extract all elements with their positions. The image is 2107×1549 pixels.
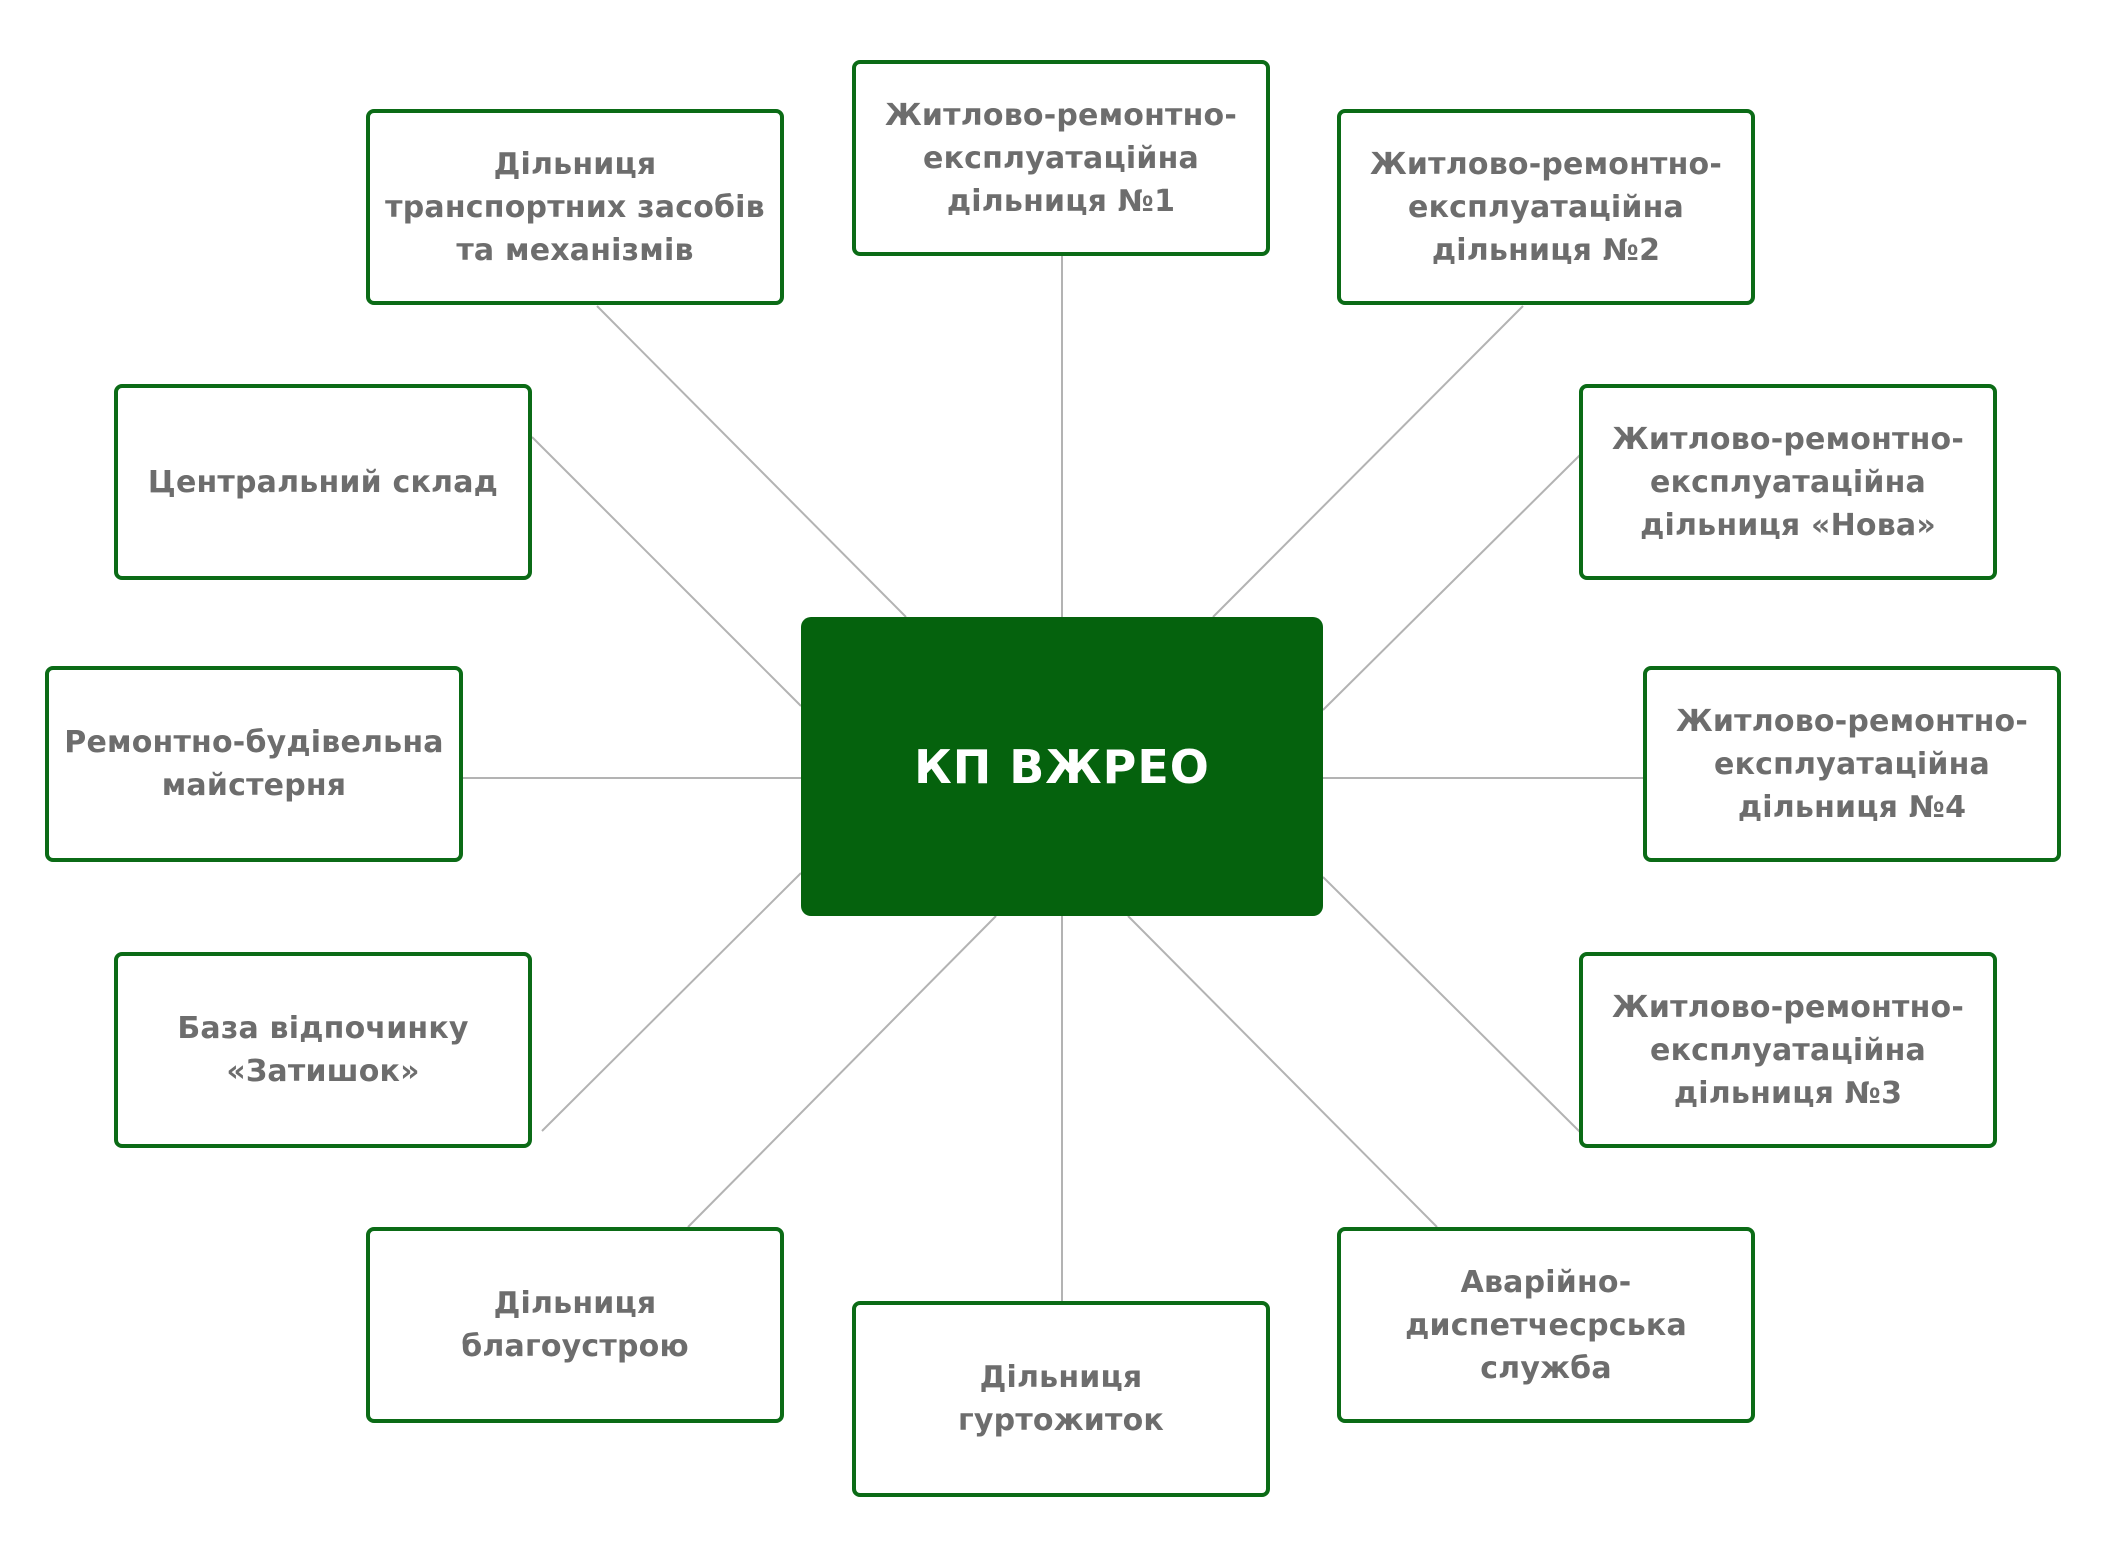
node-label: Аварійно- диспетчесрська служба bbox=[1405, 1264, 1687, 1386]
center-node: КП ВЖРЕО bbox=[801, 617, 1323, 916]
node-recreation-base: База відпочинку «Затишок» bbox=[114, 952, 532, 1148]
node-central-warehouse: Центральний склад bbox=[114, 384, 532, 580]
node-zhred-2: Житлово-ремонтно- експлуатаційна дільниц… bbox=[1337, 109, 1755, 305]
node-label: Житлово-ремонтно- експлуатаційна дільниц… bbox=[1611, 989, 1965, 1111]
node-label: Житлово-ремонтно- експлуатаційна дільниц… bbox=[1611, 421, 1965, 543]
connector-zhred-nova bbox=[1322, 453, 1582, 711]
node-zhred-3: Житлово-ремонтно- експлуатаційна дільниц… bbox=[1579, 952, 1997, 1148]
connector-warehouse bbox=[531, 436, 802, 707]
node-label: Центральний склад bbox=[147, 464, 499, 500]
node-label: Житлово-ремонтно- експлуатаційна дільниц… bbox=[1675, 703, 2029, 825]
node-label: Дільниця благоустрою bbox=[461, 1286, 689, 1364]
center-node-label: КП ВЖРЕО bbox=[914, 739, 1210, 794]
connector-transport bbox=[596, 305, 907, 618]
node-emergency-dispatch: Аварійно- диспетчесрська служба bbox=[1337, 1227, 1755, 1423]
node-label: Житлово-ремонтно- експлуатаційна дільниц… bbox=[1369, 146, 1723, 268]
node-repair-workshop: Ремонтно-будівельна майстерня bbox=[45, 666, 463, 862]
connector-landscaping bbox=[687, 915, 997, 1228]
connector-recreation bbox=[541, 872, 802, 1132]
node-label: Дільниця гуртожиток bbox=[958, 1360, 1164, 1438]
node-landscaping: Дільниця благоустрою bbox=[366, 1227, 784, 1423]
node-label: Ремонтно-будівельна майстерня bbox=[64, 725, 444, 803]
node-transport: Дільниця транспортних засобів та механіз… bbox=[366, 109, 784, 305]
node-dormitory: Дільниця гуртожиток bbox=[852, 1301, 1270, 1497]
connector-zhred-3 bbox=[1322, 876, 1582, 1134]
connector-zhred-2 bbox=[1212, 305, 1524, 618]
node-label: База відпочинку «Затишок» bbox=[177, 1011, 469, 1089]
connector-emergency bbox=[1127, 915, 1438, 1228]
node-label: Дільниця транспортних засобів та механіз… bbox=[385, 146, 765, 268]
node-label: Житлово-ремонтно- експлуатаційна дільниц… bbox=[884, 97, 1238, 219]
node-zhred-4: Житлово-ремонтно- експлуатаційна дільниц… bbox=[1643, 666, 2061, 862]
node-zhred-nova: Житлово-ремонтно- експлуатаційна дільниц… bbox=[1579, 384, 1997, 580]
node-zhred-1: Житлово-ремонтно- експлуатаційна дільниц… bbox=[852, 60, 1270, 256]
